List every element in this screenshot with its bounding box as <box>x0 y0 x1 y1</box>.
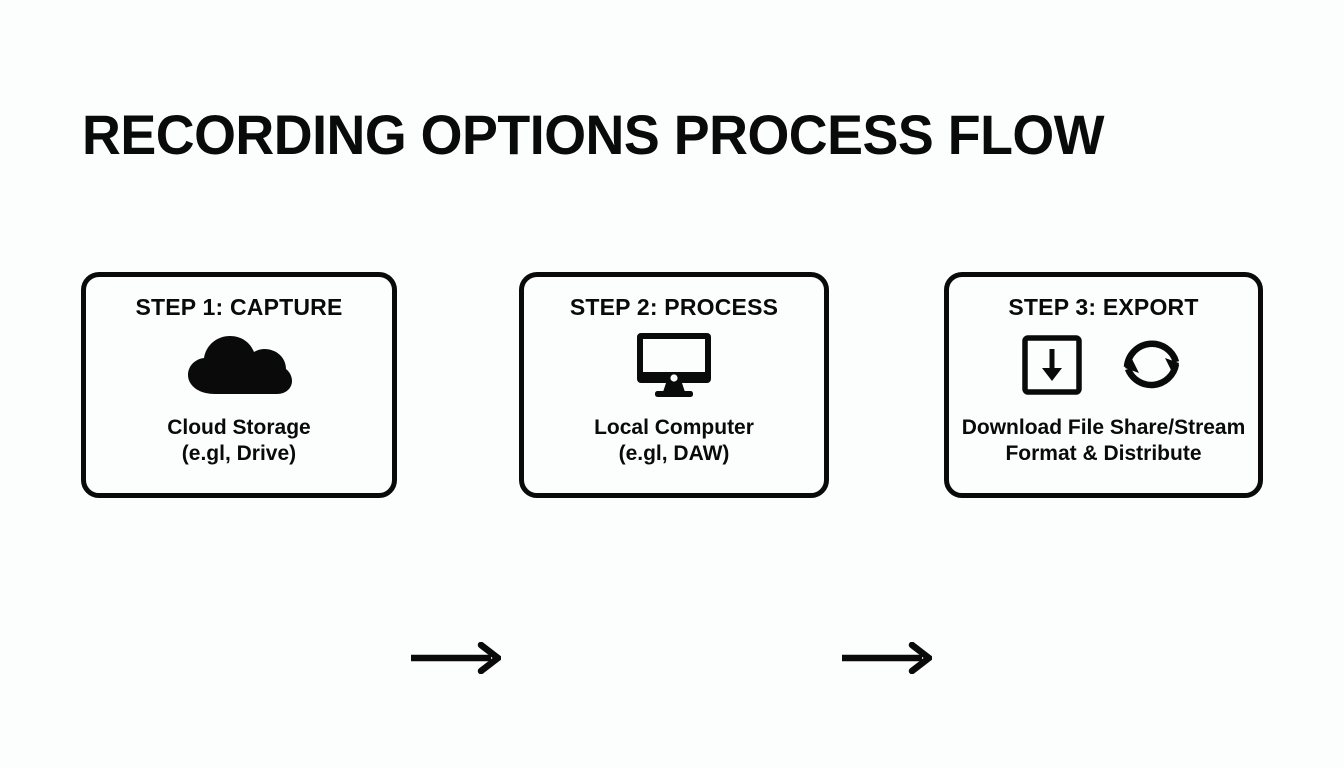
flow-connector-1 <box>409 641 504 675</box>
arrow-right-icon <box>411 641 504 675</box>
download-icon <box>1021 334 1082 400</box>
step-card-process[interactable]: STEP 2: PROCESS <box>519 272 829 498</box>
cloud-icon <box>185 335 293 400</box>
flow-connector-2 <box>840 641 935 675</box>
page-title: RECORDING OPTIONS PROCESS FLOW <box>82 103 1105 166</box>
step-icon-area <box>1021 333 1186 401</box>
step-heading: STEP 1: CAPTURE <box>135 294 343 320</box>
step-card-export[interactable]: STEP 3: EXPORT <box>944 272 1263 498</box>
step-icon-area <box>636 332 712 403</box>
process-flow-row: STEP 1: CAPTURE Cloud Storage (e.gl, Dri… <box>0 272 1344 675</box>
step-heading: STEP 3: EXPORT <box>1008 294 1199 320</box>
step-icon-area <box>185 333 293 401</box>
step-caption: Cloud Storage (e.gl, Drive) <box>167 416 311 465</box>
monitor-icon <box>636 332 712 403</box>
arrow-right-icon <box>842 641 935 675</box>
step-caption: Local Computer (e.gl, DAW) <box>594 416 754 465</box>
step-caption: Download File Share/Stream Format & Dist… <box>961 416 1246 465</box>
step-card-capture[interactable]: STEP 1: CAPTURE Cloud Storage (e.gl, Dri… <box>81 272 397 498</box>
step-heading: STEP 2: PROCESS <box>569 294 779 320</box>
sync-icon <box>1118 337 1186 398</box>
